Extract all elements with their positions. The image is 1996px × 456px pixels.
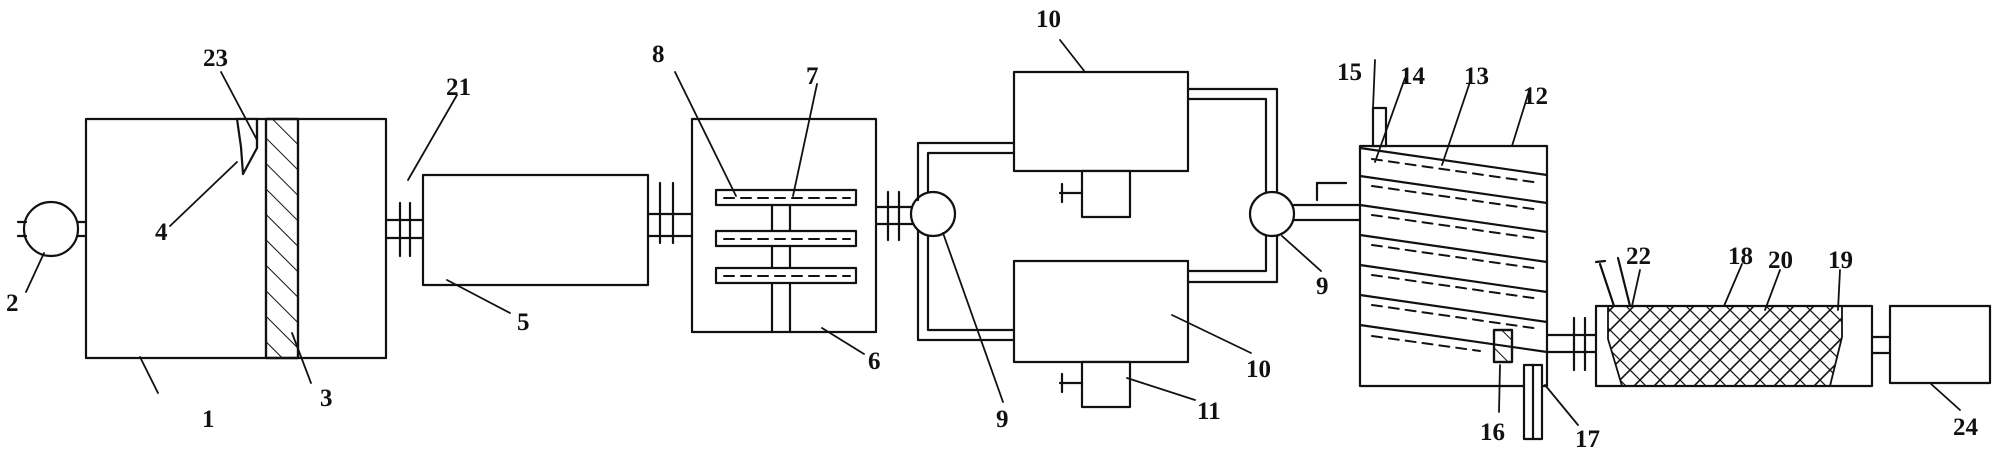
baffle-4 [235,117,259,176]
label-14: 14 [1400,63,1426,90]
label-5: 5 [517,309,530,336]
plate-8-top [714,188,858,207]
coupling-9-12 [1292,181,1362,222]
plate-bottom [714,266,858,285]
label-19: 19 [1828,247,1853,274]
label-20: 20 [1768,247,1793,274]
outlet-16 [1492,328,1514,364]
partition-3 [264,117,300,360]
label-9-left: 9 [996,406,1009,433]
reactor-10-top [1012,70,1190,219]
coupling-21 [384,201,425,258]
label-16: 16 [1480,419,1505,446]
label-1: 1 [202,406,215,433]
label-17: 17 [1575,426,1600,453]
coupling-6-9 [874,190,914,242]
label-18: 18 [1728,243,1753,270]
coupling-5-6 [646,181,694,245]
pipe-right-loop [1186,87,1279,284]
collector-24 [1888,304,1992,385]
label-12: 12 [1523,83,1548,110]
mixer-6 [690,117,878,334]
label-7: 7 [806,63,819,90]
label-9-right: 9 [1316,273,1329,300]
label-15: 15 [1337,59,1362,86]
label-10-bottom: 10 [1246,356,1271,383]
label-11: 11 [1197,398,1221,425]
tank-1 [84,117,388,360]
label-4: 4 [155,219,168,246]
coupling-12-18 [1545,316,1598,372]
label-10-top: 10 [1036,6,1061,33]
coupling-18-24 [1870,335,1892,355]
leader-lines [25,39,1961,426]
label-13: 13 [1464,63,1489,90]
label-8: 8 [652,41,665,68]
inclined-plates-13 [1358,146,1549,354]
label-3: 3 [320,385,333,412]
label-22: 22 [1626,243,1651,270]
inlet-15 [1371,106,1388,148]
valve-9-left [909,190,957,238]
filter-18 [1594,256,1874,388]
label-23: 23 [203,45,228,72]
unit-5 [421,173,650,287]
number-labels: 2 1 3 4 23 21 5 8 7 6 9 10 10 11 9 15 14… [6,6,1979,453]
label-2: 2 [6,290,19,317]
label-24: 24 [1953,414,1979,441]
plate-mid [714,229,858,248]
label-6: 6 [868,348,881,375]
settler-12 [1358,106,1549,441]
valve-9-right [1248,190,1296,238]
reactor-10-bottom [1012,259,1190,409]
pump-2 [16,200,89,258]
pipe-left-loop [916,141,1016,342]
label-21: 21 [446,74,471,101]
